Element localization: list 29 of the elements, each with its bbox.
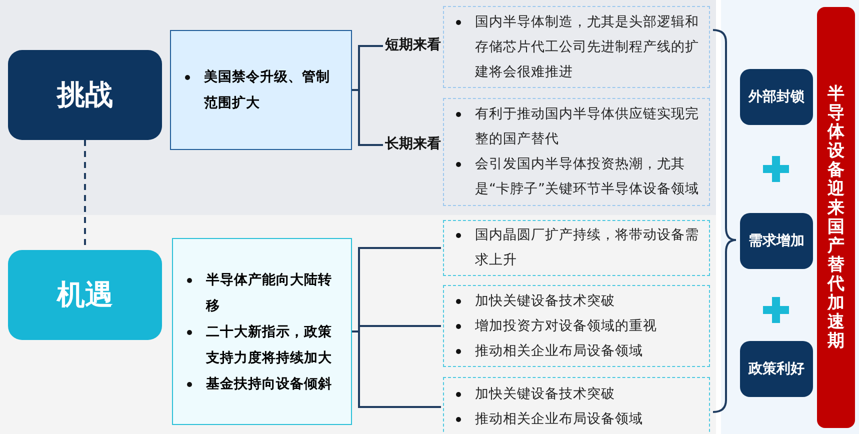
branch-label: 长期来看 <box>385 135 445 155</box>
bullet-text: 国内半导体制造，尤其是头部逻辑和存储芯片代工公司先进制程产线的扩建将会很难推进 <box>475 12 699 82</box>
connector-line <box>352 330 441 408</box>
title-box: 机遇 <box>8 250 162 340</box>
bullet-text: 加快关键设备技术突破 <box>475 385 615 404</box>
dashed-box <box>443 285 710 367</box>
conclusion-banner: 半导体设备迎来国产替代加速期 <box>817 7 855 428</box>
bullet-text: 美国禁令升级、管制范围扩大 <box>204 68 331 113</box>
title-box: 挑战 <box>8 50 162 140</box>
dashed-box <box>443 377 710 434</box>
bullet-text: 加快关键设备技术突破 <box>475 292 615 310</box>
dashed-box <box>443 98 710 206</box>
bullet-text: 有利于推动国内半导体供应链实现完整的国产替代 <box>475 105 699 149</box>
bullet-text: 增加投资方对设备领域的重视 <box>475 316 657 336</box>
bullet-text: 半导体产能向大陆转移 <box>206 270 333 316</box>
bullet-text: 国内晶圆厂扩产持续，将带动设备需求上升 <box>475 226 699 270</box>
description-box <box>170 30 352 150</box>
factor-box: 政策利好 <box>740 341 813 397</box>
factor-box: 外部封锁 <box>740 69 813 125</box>
dashed-box <box>443 6 710 88</box>
bullet-text: 基金扶持向设备倾斜 <box>206 374 332 394</box>
factor-box: 需求增加 <box>740 213 813 269</box>
bullet-text: 推动相关企业布局设备领域 <box>475 410 643 429</box>
bullet-text: 二十大新指示，政策支持力度将持续加大 <box>206 322 333 368</box>
bullet-text: 会引发国内半导体投资热潮，尤其是“卡脖子”关键环节半导体设备领域 <box>475 155 699 199</box>
description-box <box>172 238 352 425</box>
dashed-box <box>443 220 710 276</box>
bullet-text: 推动相关企业布局设备领域 <box>475 342 643 360</box>
branch-label: 短期来看 <box>385 36 445 56</box>
